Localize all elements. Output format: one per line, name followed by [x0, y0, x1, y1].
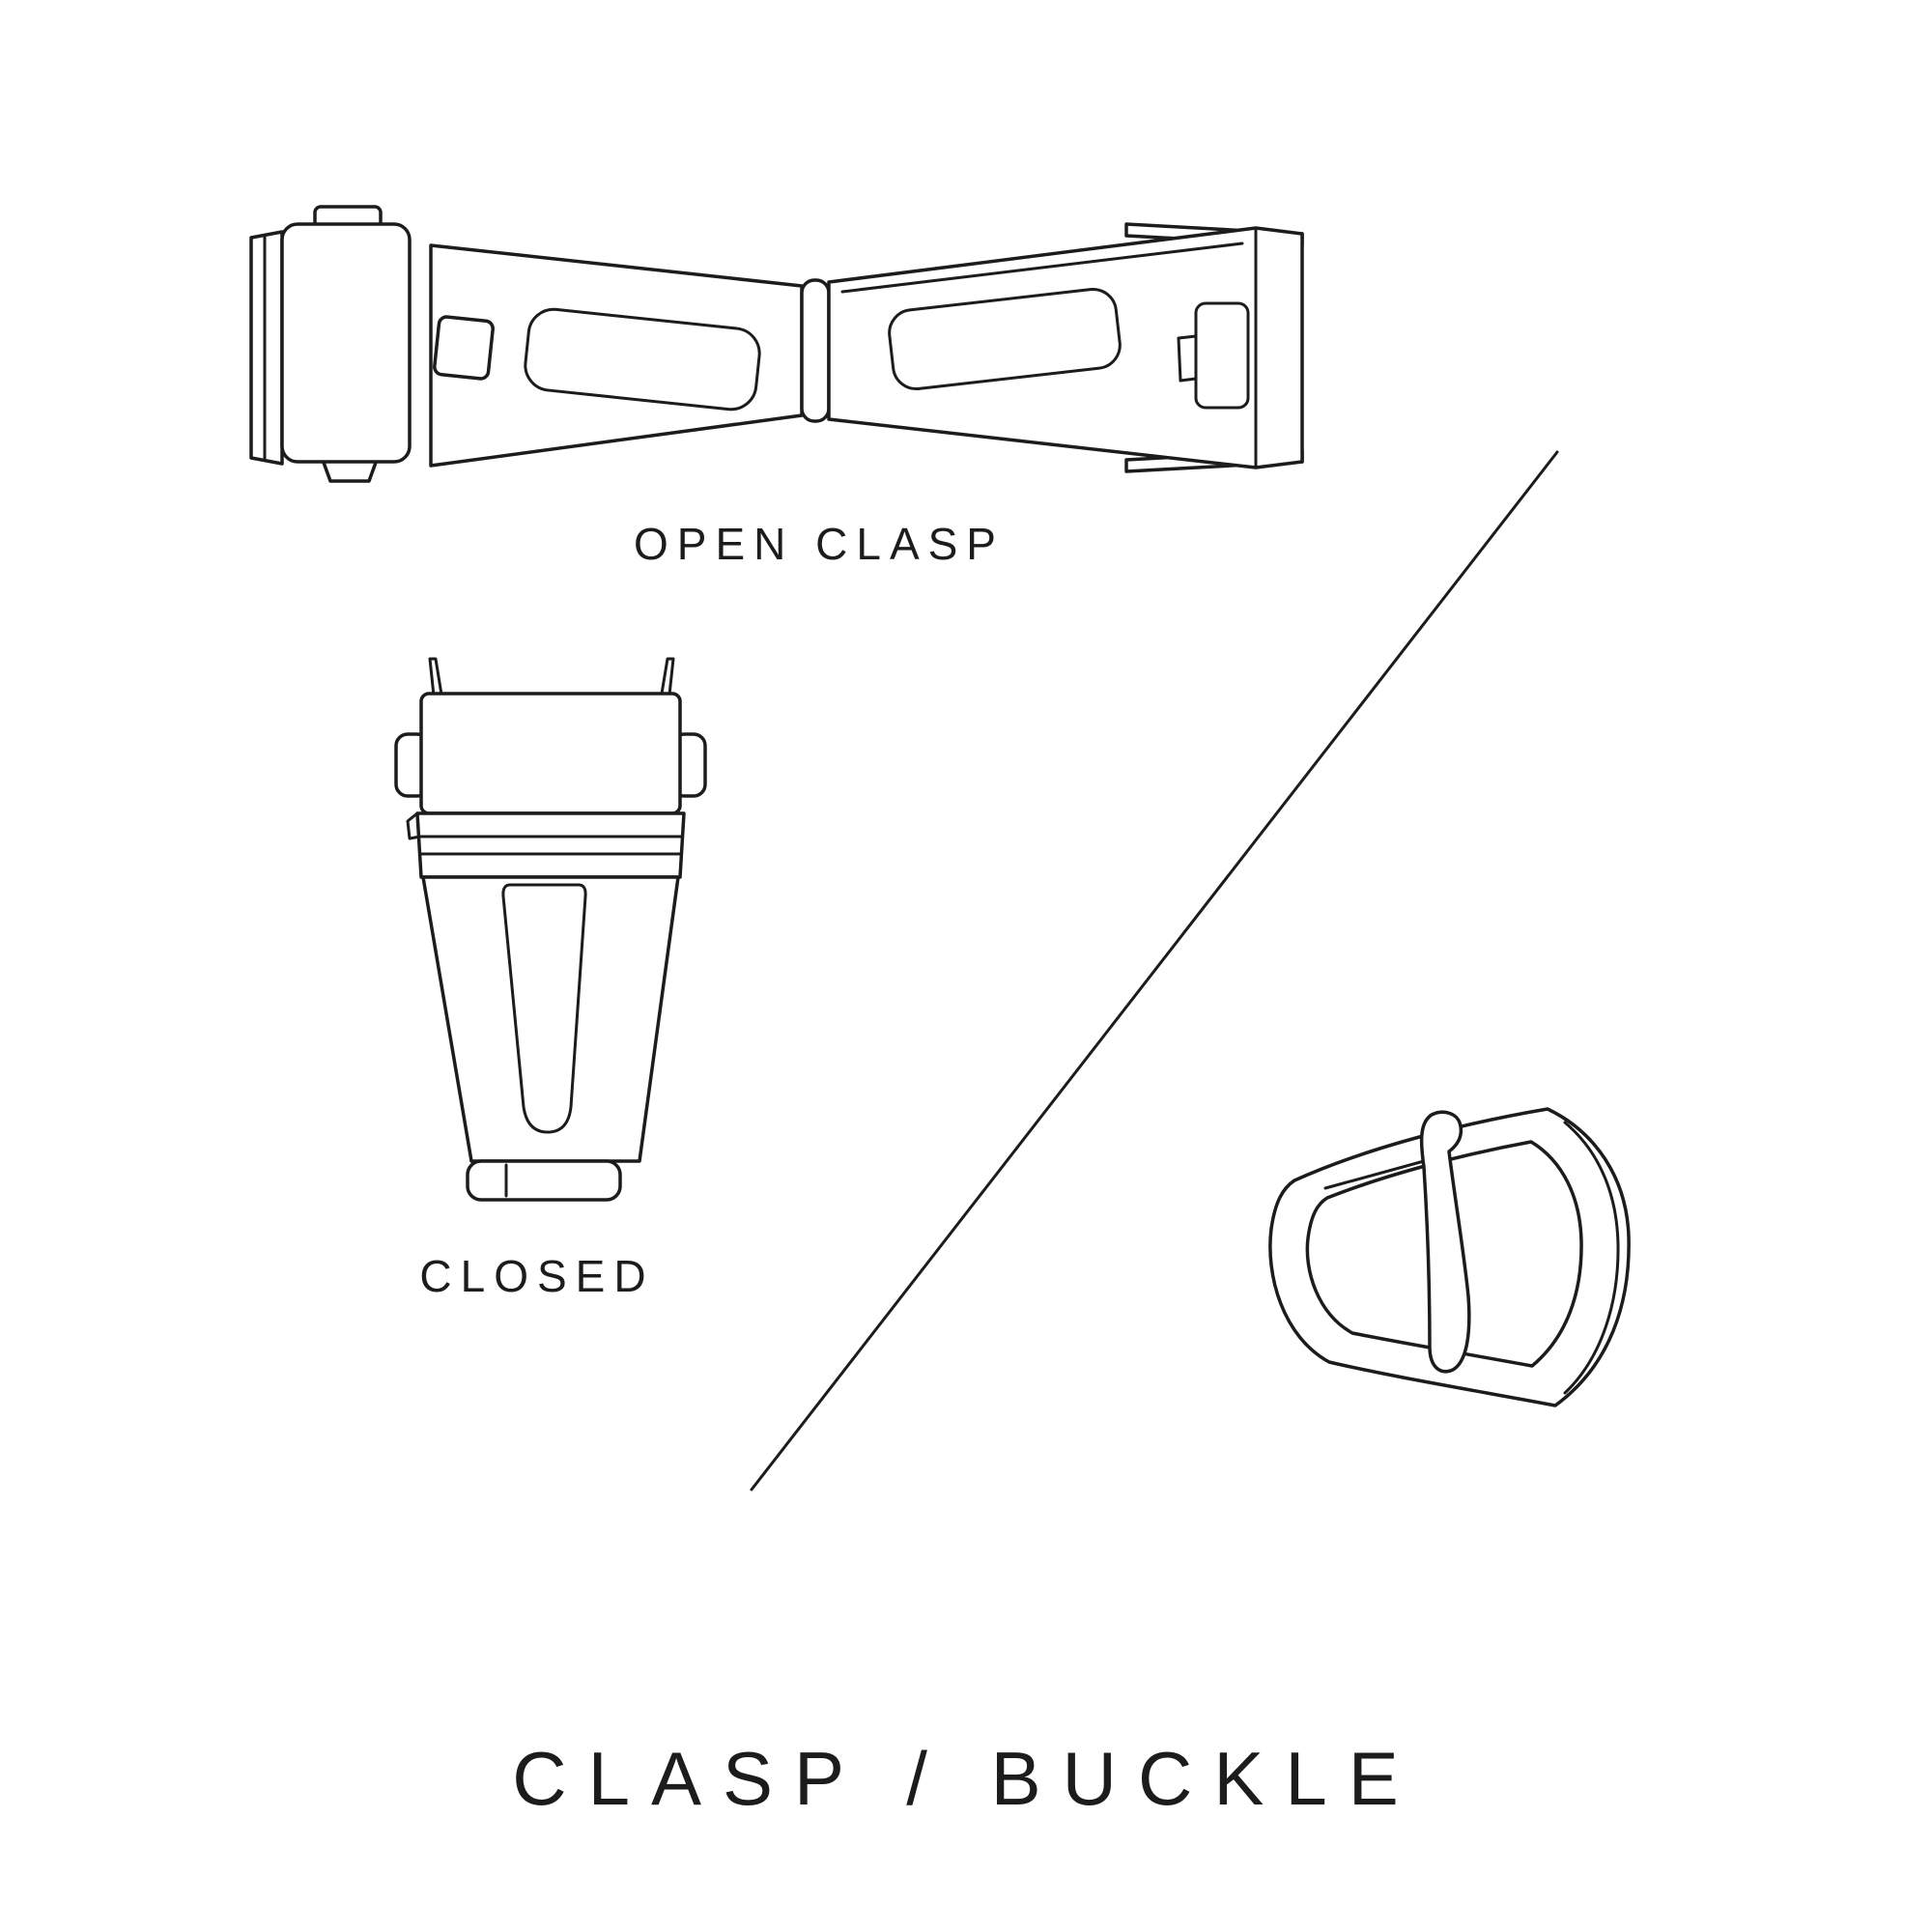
open-clasp-label: OPEN CLASP	[634, 519, 1005, 569]
diagonal-divider-line	[750, 450, 1559, 1492]
buckle-tongue	[1419, 1110, 1471, 1374]
clasp-cover	[419, 692, 682, 815]
clasp-band	[406, 811, 686, 879]
clasp-end-link	[466, 1159, 622, 1202]
closed-clasp-label: CLOSED	[419, 1251, 655, 1301]
clasp-hinge	[800, 278, 831, 423]
clasp-right-blade	[827, 222, 1304, 473]
page-title: CLASP / BUCKLE	[512, 1736, 1420, 1821]
clasp-prongs	[428, 657, 675, 697]
clasp-left-blade	[429, 243, 804, 468]
clasp-body	[421, 875, 680, 1163]
open-clasp-illustration	[249, 205, 1304, 483]
closed-clasp-illustration	[394, 657, 707, 1202]
clasp-left-cover	[249, 205, 412, 483]
buckle-illustration	[1268, 1107, 1631, 1407]
